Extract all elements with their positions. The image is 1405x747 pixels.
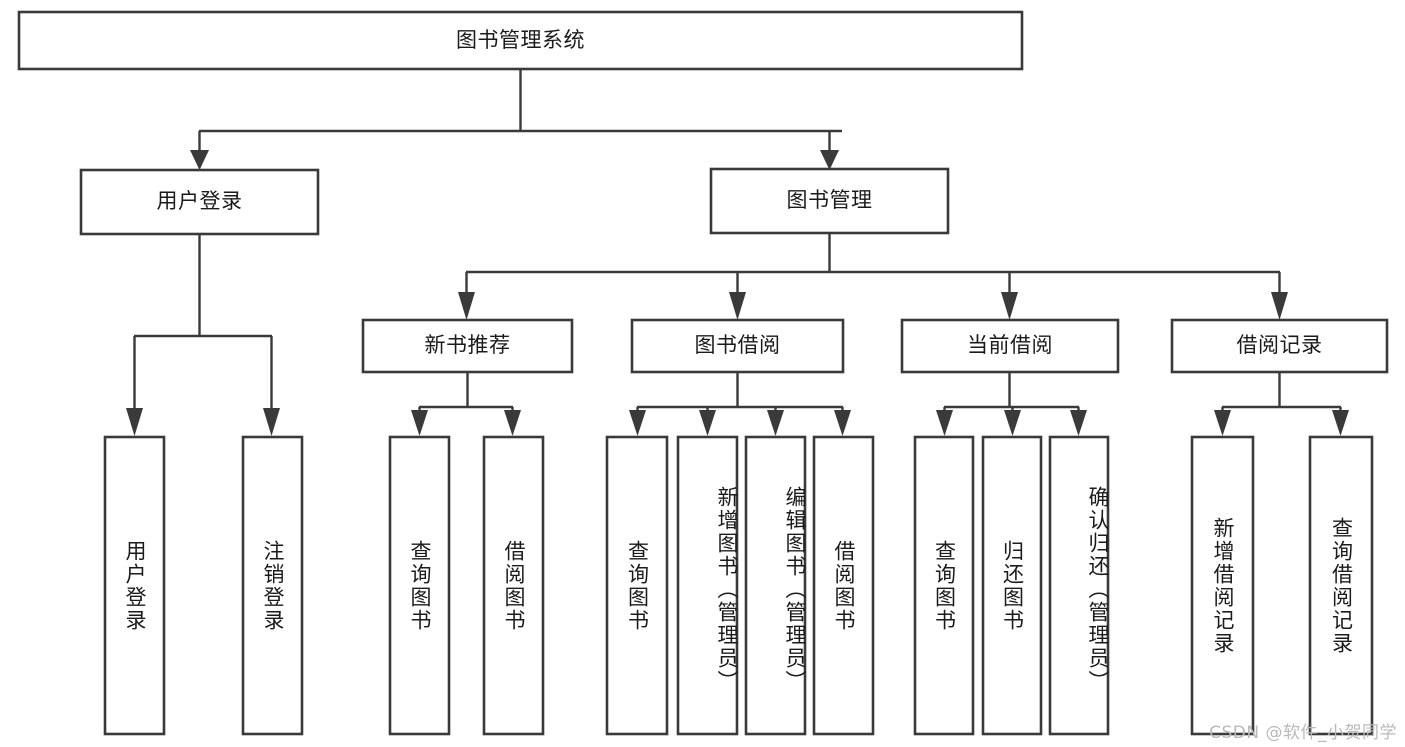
node-box-book-mgmt[interactable] — [709, 167, 950, 235]
node-box-leaf-add-book[interactable] — [676, 435, 739, 736]
edge-currentborrow-to-leaves — [936, 372, 1087, 436]
node-box-leaf-confirm-return[interactable] — [1048, 435, 1110, 736]
edge-root-to-level1 — [190, 69, 842, 170]
node-box-leaf-user-login[interactable] — [103, 435, 166, 736]
edge-bookborrow-to-leaves — [629, 372, 851, 436]
node-box-current-borrow[interactable] — [900, 318, 1120, 374]
node-box-leaf-return-book[interactable] — [981, 435, 1043, 736]
edge-userlogin-to-leaves — [126, 234, 280, 436]
arrow-head-icon — [767, 410, 784, 436]
arrow-head-icon — [1001, 292, 1018, 320]
node-box-leaf-query-book-a[interactable] — [388, 435, 451, 736]
arrow-head-icon — [1070, 410, 1087, 436]
node-box-leaf-logout[interactable] — [241, 435, 304, 736]
arrow-head-icon — [834, 410, 851, 436]
node-box-new-book-rec[interactable] — [361, 318, 574, 374]
arrow-head-icon — [936, 410, 953, 436]
arrow-head-icon — [411, 410, 428, 436]
arrow-head-icon — [504, 410, 521, 436]
node-box-leaf-edit-book[interactable] — [744, 435, 807, 736]
arrow-head-icon — [729, 292, 746, 320]
arrow-head-icon — [629, 410, 646, 436]
node-box-root[interactable] — [17, 10, 1024, 71]
arrow-head-icon — [190, 150, 209, 170]
node-box-leaf-query-book-b[interactable] — [605, 435, 669, 736]
arrow-head-icon — [1214, 410, 1231, 436]
edge-borrowrecord-to-leaves — [1214, 372, 1349, 436]
node-box-leaf-borrow-book-a[interactable] — [482, 435, 545, 736]
arrow-head-icon — [1332, 410, 1349, 436]
arrow-head-icon — [1004, 410, 1021, 436]
node-box-book-borrow[interactable] — [630, 318, 845, 374]
arrow-head-icon — [126, 408, 143, 436]
node-box-borrow-record[interactable] — [1170, 318, 1389, 374]
node-box-leaf-query-record[interactable] — [1308, 435, 1374, 736]
arrow-head-icon — [699, 410, 716, 436]
arrow-head-icon — [458, 292, 475, 320]
edge-newbook-to-leaves — [411, 372, 521, 436]
arrow-head-icon — [263, 408, 280, 436]
watermark-text: CSDN @软件_小贺同学 — [1209, 723, 1397, 743]
arrow-head-icon — [820, 150, 839, 170]
node-box-user-login[interactable] — [79, 168, 320, 236]
node-box-leaf-borrow-book-b[interactable] — [812, 435, 875, 736]
edge-bookmgmt-to-level2 — [458, 233, 1288, 320]
node-box-leaf-query-book-c[interactable] — [913, 435, 975, 736]
arrow-head-icon — [1271, 292, 1288, 320]
node-box-leaf-add-record[interactable] — [1190, 435, 1255, 736]
